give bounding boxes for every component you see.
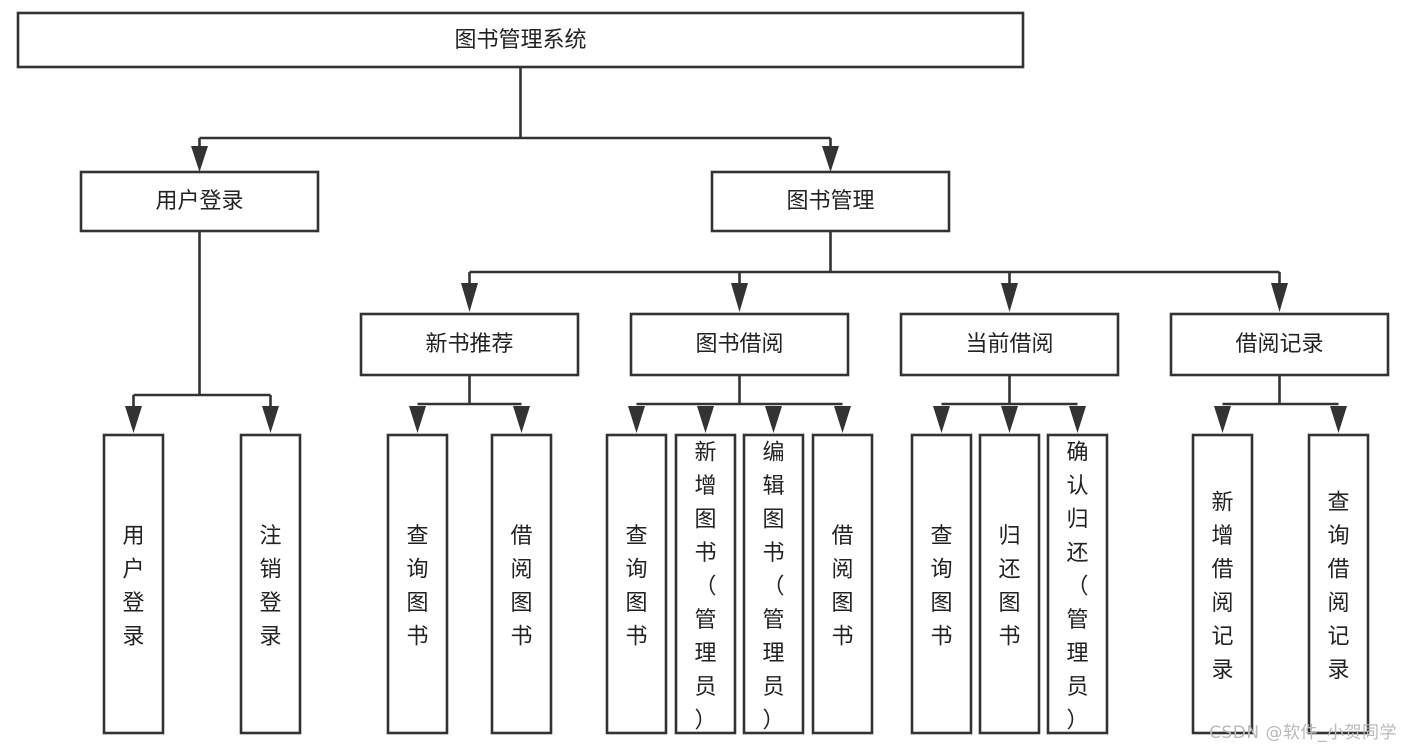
arrow-book-borrow-leaf-2 xyxy=(697,406,714,433)
node-leaf-query-book-rec[interactable]: 查询图书 xyxy=(386,433,449,735)
node-leaf-query-record-label: 查询借阅记录 xyxy=(1327,491,1349,683)
arrow-new-book-rec-leaf-2 xyxy=(513,406,530,433)
node-book-manage[interactable]: 图书管理 xyxy=(710,170,951,233)
node-leaf-add-record[interactable]: 新增借阅记录 xyxy=(1191,433,1254,735)
arrow-new-book-rec-leaf-1 xyxy=(409,406,426,433)
node-leaf-query-book-borrow-box[interactable] xyxy=(605,433,668,735)
arrow-borrow-record-leaf-2 xyxy=(1330,406,1347,433)
arrow-to-book-borrow xyxy=(731,283,748,312)
node-book-borrow-label: 图书借阅 xyxy=(695,332,783,357)
node-leaf-query-book-borrow-label: 查询图书 xyxy=(625,524,647,650)
node-leaf-query-book-cur-box[interactable] xyxy=(910,433,973,735)
node-leaf-user-login-label: 用户登录 xyxy=(122,524,144,650)
node-current-borrow[interactable]: 当前借阅 xyxy=(899,312,1120,377)
node-leaf-borrow-book-box[interactable] xyxy=(811,433,874,735)
node-leaf-borrow-book-rec[interactable]: 借阅图书 xyxy=(490,433,553,735)
node-root-label: 图书管理系统 xyxy=(454,28,586,53)
node-current-borrow-label: 当前借阅 xyxy=(965,332,1053,357)
node-leaf-logout[interactable]: 注销登录 xyxy=(239,433,302,735)
node-leaf-borrow-book-rec-box[interactable] xyxy=(490,433,553,735)
arrow-book-borrow-leaf-1 xyxy=(628,406,645,433)
node-leaf-edit-book[interactable]: 编辑图书（管理员） xyxy=(742,433,805,735)
node-borrow-record-box[interactable] xyxy=(1169,312,1390,377)
node-borrow-record-label: 借阅记录 xyxy=(1235,332,1323,357)
arrow-to-current-borrow xyxy=(1001,283,1018,312)
node-leaf-logout-label: 注销登录 xyxy=(259,524,281,650)
arrow-current-borrow-leaf-1 xyxy=(933,406,950,433)
node-leaf-query-record[interactable]: 查询借阅记录 xyxy=(1307,433,1370,735)
node-borrow-record[interactable]: 借阅记录 xyxy=(1169,312,1390,377)
node-leaf-user-login-box[interactable] xyxy=(102,433,165,735)
arrow-user-login-leaf-1 xyxy=(125,406,142,433)
node-leaf-add-record-box[interactable] xyxy=(1191,433,1254,735)
node-leaf-return-book[interactable]: 归还图书 xyxy=(978,433,1041,735)
node-leaf-query-book-rec-label: 查询图书 xyxy=(406,524,428,650)
node-leaf-query-book-borrow[interactable]: 查询图书 xyxy=(605,433,668,735)
node-leaf-add-book-label: 新增图书（管理员） xyxy=(694,440,716,733)
node-leaf-logout-box[interactable] xyxy=(239,433,302,735)
node-user-login-label: 用户登录 xyxy=(155,189,243,214)
node-book-borrow-box[interactable] xyxy=(629,312,850,377)
node-user-login-box[interactable] xyxy=(79,170,320,233)
arrow-book-borrow-leaf-4 xyxy=(834,406,851,433)
node-leaf-confirm-return[interactable]: 确认归还（管理员） xyxy=(1046,433,1109,735)
node-leaf-borrow-book-rec-label: 借阅图书 xyxy=(510,524,532,650)
node-leaf-return-book-label: 归还图书 xyxy=(998,524,1020,650)
arrow-current-borrow-leaf-3 xyxy=(1069,406,1086,433)
node-new-book-rec[interactable]: 新书推荐 xyxy=(359,312,580,377)
node-leaf-borrow-book[interactable]: 借阅图书 xyxy=(811,433,874,735)
arrow-root-to-book-manage xyxy=(822,146,839,172)
node-book-manage-label: 图书管理 xyxy=(786,189,874,214)
node-leaf-add-book-box[interactable] xyxy=(674,433,737,735)
node-leaf-query-book-rec-box[interactable] xyxy=(386,433,449,735)
node-leaf-borrow-book-label: 借阅图书 xyxy=(831,524,853,650)
node-current-borrow-box[interactable] xyxy=(899,312,1120,377)
node-book-manage-box[interactable] xyxy=(710,170,951,233)
node-leaf-query-book-cur-label: 查询图书 xyxy=(930,524,952,650)
node-leaf-confirm-return-box[interactable] xyxy=(1046,433,1109,735)
node-leaf-query-record-box[interactable] xyxy=(1307,433,1370,735)
node-root[interactable]: 图书管理系统 xyxy=(16,11,1025,69)
node-leaf-edit-book-box[interactable] xyxy=(742,433,805,735)
arrow-root-to-user-login xyxy=(191,146,208,172)
node-leaf-user-login[interactable]: 用户登录 xyxy=(102,433,165,735)
node-book-borrow[interactable]: 图书借阅 xyxy=(629,312,850,377)
node-user-login[interactable]: 用户登录 xyxy=(79,170,320,233)
node-new-book-rec-label: 新书推荐 xyxy=(425,332,513,357)
node-leaf-add-record-label: 新增借阅记录 xyxy=(1211,491,1233,683)
arrow-to-borrow-record xyxy=(1271,283,1288,312)
node-leaf-edit-book-label: 编辑图书（管理员） xyxy=(762,440,784,733)
arrow-borrow-record-leaf-1 xyxy=(1214,406,1231,433)
arrow-current-borrow-leaf-2 xyxy=(1001,406,1018,433)
node-leaf-return-book-box[interactable] xyxy=(978,433,1041,735)
node-new-book-rec-box[interactable] xyxy=(359,312,580,377)
node-leaf-confirm-return-label: 确认归还（管理员） xyxy=(1066,440,1088,733)
node-root-box[interactable] xyxy=(16,11,1025,69)
arrow-book-borrow-leaf-3 xyxy=(765,406,782,433)
node-leaf-add-book[interactable]: 新增图书（管理员） xyxy=(674,433,737,735)
node-leaf-query-book-cur[interactable]: 查询图书 xyxy=(910,433,973,735)
arrow-to-new-book-rec xyxy=(461,283,478,312)
arrow-user-login-leaf-2 xyxy=(262,406,279,433)
connector-layer xyxy=(125,67,1347,433)
